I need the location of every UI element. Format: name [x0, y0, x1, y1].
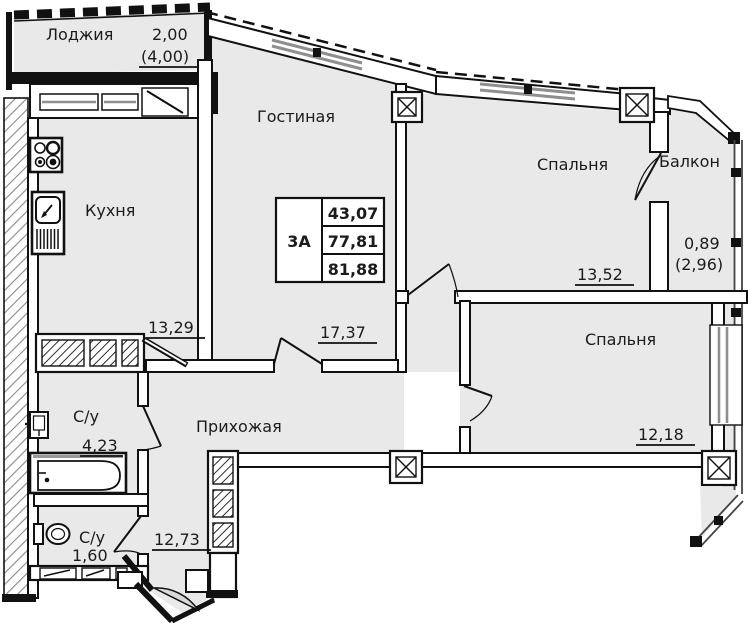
bathroom-name: С/у: [73, 407, 99, 426]
balcony-area-total: (2,96): [675, 255, 723, 274]
bottom-left-cap: [2, 594, 36, 602]
bathroom-area: 4,23: [82, 436, 118, 455]
column-markers: [388, 86, 738, 487]
bedroom1-area: 13,52: [577, 265, 623, 284]
hallway-area: 12,73: [154, 530, 200, 549]
loggia-area: 2,00: [152, 25, 188, 44]
bedroom1-balcony-wall-lower: [649, 201, 669, 299]
loggia-glazing: [13, 2, 211, 20]
unit-area-2: 77,81: [328, 232, 379, 251]
bedroom2-door: [463, 385, 493, 422]
living-door: [273, 337, 323, 365]
loggia-name: Лоджия: [46, 25, 113, 44]
washbasin-icon: [25, 411, 49, 439]
vestibule-wall-left: [133, 581, 175, 623]
stove-icon: [28, 136, 64, 174]
loggia-floor: [14, 11, 206, 74]
unit-info-table: 3А 43,07 77,81 81,88: [274, 196, 386, 284]
living-area: 17,37: [320, 323, 366, 342]
bedroom2-floor: [468, 303, 714, 455]
vestibule-right-nub: [185, 569, 209, 593]
living-right-wall: [395, 83, 407, 373]
bathtub-icon: [28, 451, 128, 495]
vent-shaft-hallway: [206, 449, 240, 599]
bedroom2-area: 12,18: [638, 425, 684, 444]
toilet-icon: [33, 523, 71, 545]
unit-area-3: 81,88: [328, 260, 379, 279]
fixtures: [25, 136, 128, 545]
bedroom2-left-wall-upper: [459, 300, 471, 386]
wc-area: 1,60: [72, 546, 108, 565]
loggia-window: [39, 93, 139, 111]
bedroom2-name: Спальня: [585, 330, 656, 349]
bedroom1-name: Спальня: [537, 155, 608, 174]
bedroom1-floor: [406, 92, 650, 293]
bedroom1-door: [407, 263, 459, 298]
loggia-left-wall: [6, 12, 12, 90]
column-marker: [700, 449, 738, 487]
hallway-bottom-wall: [237, 452, 395, 468]
hallway-name: Прихожая: [196, 417, 282, 436]
wc-right-wall-upper: [137, 505, 149, 517]
kitchen-bottom-wall: [145, 359, 275, 373]
balcony-floor-upper: [668, 104, 734, 300]
kitchen-door: [141, 336, 189, 368]
hallway-floor: [146, 362, 404, 455]
bedroom2-window: [709, 324, 743, 426]
wc-name: С/у: [79, 528, 105, 547]
balcony-name: Балкон: [659, 152, 720, 171]
kitchen-living-wall: [197, 59, 213, 363]
exterior-left-wall: [3, 97, 29, 599]
unit-label: 3А: [287, 232, 311, 251]
living-window: [271, 38, 363, 71]
column-marker: [390, 90, 424, 124]
doors: [113, 152, 662, 612]
living-bottom-wall: [321, 359, 399, 373]
column-marker: [618, 86, 656, 124]
kitchen-area: 13,29: [148, 318, 194, 337]
kitchen-name: Кухня: [85, 201, 135, 220]
vent-shaft-kitchen: [34, 332, 146, 374]
balcony-door: [634, 152, 662, 201]
bathroom-door: [142, 405, 162, 451]
room-labels: Лоджия 2,00 (4,00) Кухня 13,29 Гостиная …: [46, 25, 723, 567]
loggia-area-total: (4,00): [141, 47, 189, 66]
bedroom-divider-wall: [454, 290, 748, 304]
bedroom1-window: [479, 82, 576, 101]
sink-icon: [30, 190, 66, 256]
entrance-door: [151, 587, 215, 612]
loggia-right-wall: [204, 10, 212, 74]
hallway-floor-lower: [148, 455, 210, 572]
loggia-bottom-wall: [11, 72, 211, 84]
bedroom2-bottom-wall: [419, 452, 705, 468]
bathroom-right-wall-upper: [137, 371, 149, 407]
balcony-area: 0,89: [684, 234, 720, 253]
loggia-door: [141, 87, 189, 117]
living-name: Гостиная: [257, 107, 335, 126]
unit-area-1: 43,07: [328, 204, 379, 223]
bathroom-wc-wall: [33, 493, 149, 507]
column-marker: [388, 449, 424, 485]
wc-door: [113, 515, 142, 555]
